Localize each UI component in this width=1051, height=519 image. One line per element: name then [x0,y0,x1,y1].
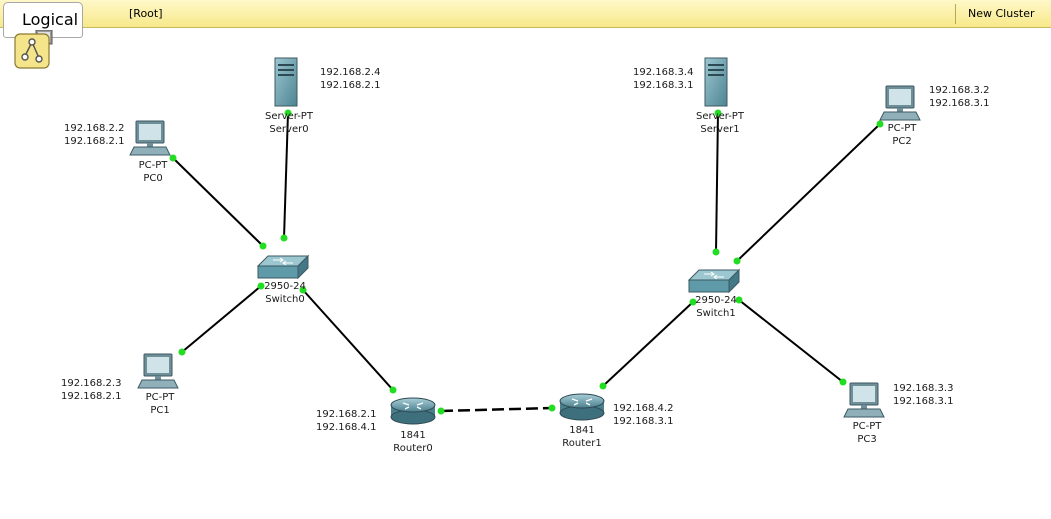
server0-label[interactable]: Server-PT Server0 [258,110,320,136]
pc2-icon [879,85,921,121]
pc2-type: PC-PT [887,123,917,134]
router1-label[interactable]: 1841 Router1 [553,424,611,450]
router0-name: Router0 [393,443,433,454]
link-router1-switch1 [602,301,694,387]
link-server0-switch0 [283,112,289,239]
link-status-indicators [169,109,884,415]
root-breadcrumb[interactable]: [Root] [129,7,163,20]
pc1-label[interactable]: PC-PT PC1 [135,391,185,417]
router1-ip: 192.168.4.2 [613,403,674,414]
pc0-ip: 192.168.2.2 [64,123,125,134]
switch1-label[interactable]: 2950-24 Switch1 [685,294,747,320]
workspace-toolbar [0,0,1051,28]
link-switch1-pc3 [738,299,844,383]
pc1-icon [137,353,179,389]
pc0-label[interactable]: PC-PT PC0 [128,159,178,185]
pc3-ip: 192.168.3.3 [893,383,954,394]
switch1-type: 2950-24 [695,295,737,306]
pc0-ip-label: 192.168.2.2 192.168.2.1 [64,122,124,148]
server1-label[interactable]: Server-PT Server1 [689,110,751,136]
pc1-ip: 192.168.2.3 [61,378,122,389]
server0-gateway: 192.168.2.1 [320,80,381,91]
router0-type: 1841 [400,430,426,441]
pc3-label[interactable]: PC-PT PC3 [842,420,892,446]
link-pc0-switch0 [172,157,264,247]
server1-name: Server1 [700,124,740,135]
pc3-ip-label: 192.168.3.3 192.168.3.1 [893,382,953,408]
pc2-label[interactable]: PC-PT PC2 [877,122,927,148]
router1-name: Router1 [562,438,602,449]
server0-name: Server0 [269,124,309,135]
switch1-icon [688,269,740,293]
pc1-name: PC1 [150,405,170,416]
pc3-icon [843,382,885,418]
server1-icon [704,57,728,107]
pc3-type: PC-PT [852,421,882,432]
router0-label[interactable]: 1841 Router0 [384,429,442,455]
pc0-icon [129,120,171,156]
pc2-gateway: 192.168.3.1 [929,98,990,109]
link-server1-switch1 [715,112,719,253]
pc1-type: PC-PT [145,392,175,403]
switch0-name: Switch0 [265,294,305,305]
router0-icon [390,397,436,425]
pc0-gateway: 192.168.2.1 [64,136,125,147]
server1-ip-label: 192.168.3.4 192.168.3.1 [633,66,693,92]
switch0-type: 2950-24 [264,281,306,292]
server0-type: Server-PT [265,111,313,122]
router0-ip: 192.168.2.1 [316,409,377,420]
server0-ip: 192.168.2.4 [320,67,381,78]
server1-ip: 192.168.3.4 [633,67,694,78]
link-pc1-switch0 [181,285,262,353]
router1-type: 1841 [569,425,595,436]
new-cluster-button[interactable]: New Cluster [968,7,1035,20]
toolbar-divider [955,4,956,24]
logical-view-icon[interactable] [14,30,54,70]
pc2-ip-label: 192.168.3.2 192.168.3.1 [929,84,989,110]
router0-ip-label: 192.168.2.1 192.168.4.1 [316,408,376,434]
pc2-name: PC2 [892,136,912,147]
router1-ip-label: 192.168.4.2 192.168.3.1 [613,402,673,428]
server1-type: Server-PT [696,111,744,122]
server0-icon [274,57,298,107]
router0-gateway: 192.168.4.1 [316,422,377,433]
server1-gateway: 192.168.3.1 [633,80,694,91]
pc2-ip: 192.168.3.2 [929,85,990,96]
pc1-ip-label: 192.168.2.3 192.168.2.1 [61,377,121,403]
router1-icon [559,393,605,421]
pc0-type: PC-PT [138,160,168,171]
pc0-name: PC0 [143,173,163,184]
links [172,112,881,413]
link-switch0-router0 [302,289,394,391]
switch0-label[interactable]: 2950-24 Switch0 [254,280,316,306]
pc3-gateway: 192.168.3.1 [893,396,954,407]
pc3-name: PC3 [857,434,877,445]
router1-gateway: 192.168.3.1 [613,416,674,427]
switch1-name: Switch1 [696,308,736,319]
switch0-icon [257,255,309,279]
logical-tab-label: Logical [22,10,79,29]
server0-ip-label: 192.168.2.4 192.168.2.1 [320,66,380,92]
pc1-gateway: 192.168.2.1 [61,391,122,402]
link-pc2-switch1 [736,123,881,262]
link-router0-router1 [440,406,553,413]
